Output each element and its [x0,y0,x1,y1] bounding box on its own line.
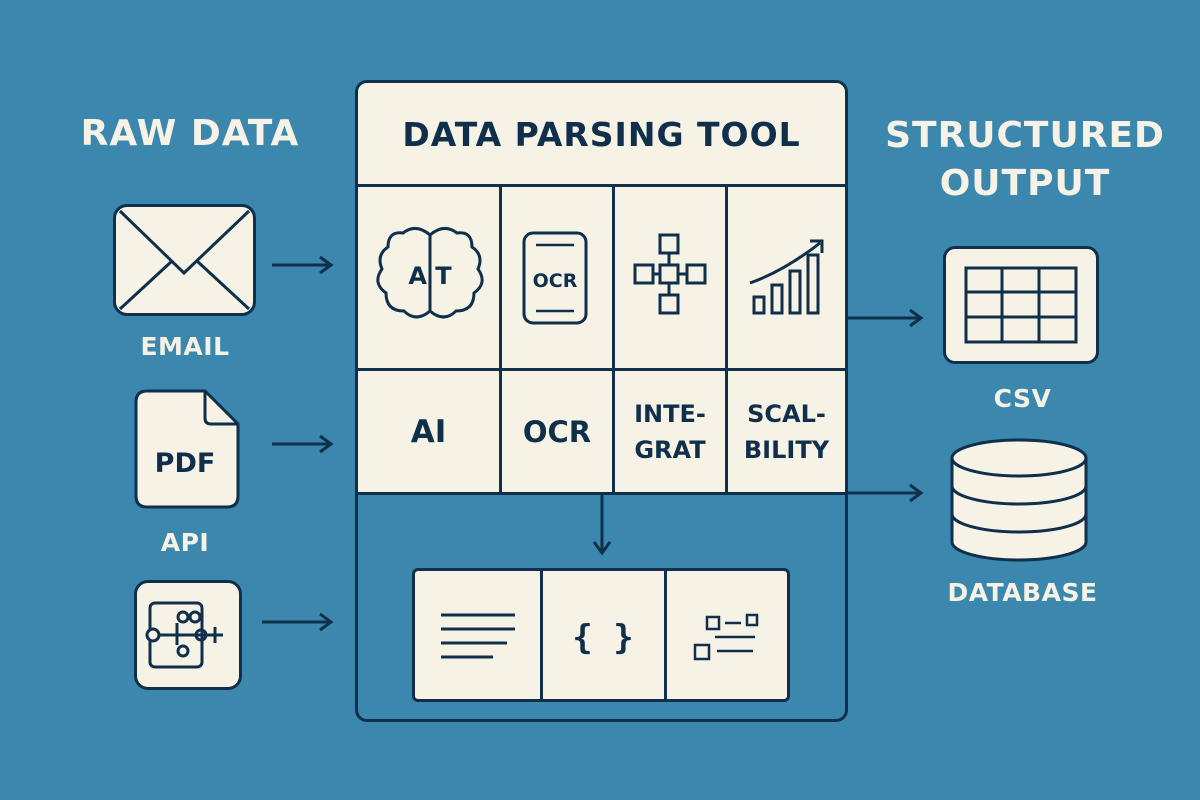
ai-brain-icon: A T [376,227,484,319]
feature-label-ocr-text: OCR [522,414,592,449]
feature-cell-ai: A T [358,187,502,371]
feature-cell-ocr: OCR [502,187,615,371]
feature-label-ai: AI [358,371,502,495]
output-format-key-value [667,571,787,699]
down-arrow-icon [592,494,612,556]
growth-chart-icon [749,239,824,315]
ocr-scan-icon: OCR [522,231,588,325]
output-label-csv: CSV [993,384,1052,413]
feature-label-integration: INTE- GRAT [615,371,728,495]
api-input-card [134,580,242,690]
envelope-icon [118,209,251,311]
key-value-icon [693,613,759,661]
pdf-document-icon: PDF [134,389,240,509]
feature-cell-integration [615,187,728,371]
feature-cell-scalability [728,187,845,371]
output-format-panel: { } [412,568,790,702]
feature-label-scalability: SCAL- BILITY [728,371,845,495]
workflow-icon [145,601,223,669]
input-label-email: EMAIL [140,332,230,361]
feature-label-scalability-text: SCAL- BILITY [743,399,830,464]
input-label-api: API [160,528,210,557]
curly-braces-icon: { } [572,618,633,658]
text-lines-icon [441,613,515,659]
csv-output-card [943,246,1099,364]
output-format-json: { } [543,571,667,699]
email-input-card [113,204,256,316]
feature-label-ai-text: AI [410,413,447,450]
raw-data-heading: RAW DATA [80,113,300,154]
tool-title: DATA PARSING TOOL [358,83,845,187]
table-grid-icon [964,266,1078,344]
integration-flow-icon [633,233,707,315]
email-arrow-icon [272,255,334,275]
pdf-arrow-icon [272,434,334,454]
csv-arrow-icon [848,308,924,328]
pdf-icon-text: PDF [155,448,216,479]
output-format-text [415,571,543,699]
output-label-database: DATABASE [947,578,1098,607]
ocr-icon-text: OCR [533,270,578,292]
curly-braces-glyph: { } [572,618,633,658]
ai-icon-text: A T [408,262,452,290]
data-parsing-tool-panel: DATA PARSING TOOL A T OCR [355,80,848,722]
database-output [944,436,1094,566]
feature-label-ocr: OCR [502,371,615,495]
pdf-input-card: PDF [133,388,241,510]
database-arrow-icon [848,483,924,503]
feature-label-integration-text: INTE- GRAT [634,399,706,464]
structured-output-heading: STRUCTURED OUTPUT [885,115,1165,204]
database-cylinder-icon [950,438,1088,562]
api-arrow-icon [262,612,334,632]
